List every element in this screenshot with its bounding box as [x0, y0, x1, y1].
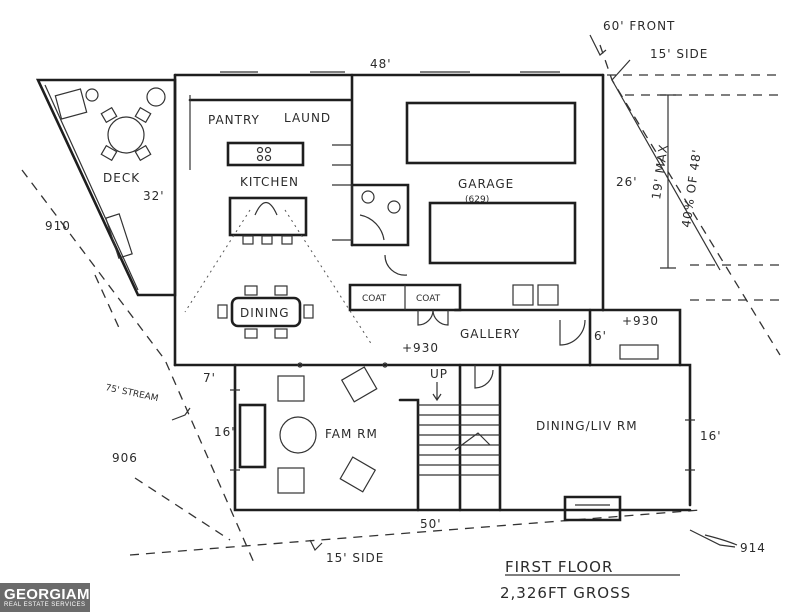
dim-bottom-width: 50'	[420, 517, 442, 531]
elev-930-center: +930	[402, 341, 439, 355]
label-garage-area: (629)	[465, 195, 489, 205]
deck	[35, 78, 177, 297]
label-dining: DINING	[240, 306, 290, 320]
family-room-furniture	[238, 362, 388, 494]
label-stream-buffer: 75' STREAM	[104, 383, 159, 404]
label-up: UP	[430, 367, 448, 381]
label-kitchen: KITCHEN	[240, 175, 299, 189]
label-fam-rm: FAM RM	[325, 427, 378, 441]
dimension-markers	[171, 34, 738, 552]
label-deck: DECK	[103, 171, 140, 185]
dim-max-height-pct: 40% OF 48'	[679, 148, 704, 228]
dim-deck-depth: 32'	[143, 189, 165, 203]
elev-914: 914	[740, 541, 766, 555]
label-coat-1: COAT	[362, 294, 387, 304]
elev-910: 910	[45, 219, 71, 233]
label-dining-liv: DINING/LIV RM	[536, 419, 638, 433]
elev-930-right: +930	[622, 314, 659, 328]
kitchen	[184, 141, 373, 346]
dim-side-setback-top: 15' SIDE	[650, 47, 708, 61]
dim-fam-left: 16'	[214, 425, 236, 439]
label-coat-2: COAT	[416, 294, 441, 304]
logo-name: GEORGIAMLS	[4, 586, 110, 603]
title-first-floor: FIRST FLOOR	[505, 558, 613, 576]
label-gallery: GALLERY	[460, 327, 520, 341]
dim-top-width: 48'	[370, 57, 392, 71]
garage	[384, 101, 586, 346]
walls	[173, 71, 695, 522]
title-gross-area: 2,326FT GROSS	[500, 584, 631, 602]
dim-seven: 7'	[203, 371, 216, 385]
label-garage: GARAGE	[458, 177, 514, 191]
dim-side-setback-bottom: 15' SIDE	[326, 551, 384, 565]
dim-garage-depth: 26'	[616, 175, 638, 189]
dining-table	[217, 285, 314, 339]
property-lines	[21, 44, 781, 566]
dim-front-setback: 60' FRONT	[603, 19, 675, 33]
label-laundry: LAUND	[284, 111, 331, 125]
staircase	[398, 363, 502, 512]
dim-gallery-width: 6'	[594, 329, 607, 343]
elev-906: 906	[112, 451, 138, 465]
label-pantry: PANTRY	[208, 113, 260, 127]
dim-liv-right: 16'	[700, 429, 722, 443]
entry-door	[417, 309, 449, 326]
georgia-mls-logo: GEORGIAMLS REAL ESTATE SERVICES	[0, 583, 109, 612]
logo-tagline: REAL ESTATE SERVICES	[4, 602, 86, 608]
